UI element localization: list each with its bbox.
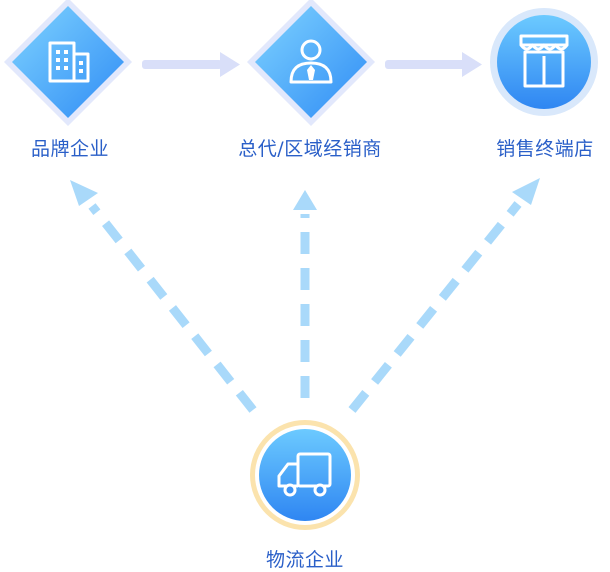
- node-store-label: 销售终端店: [496, 138, 594, 160]
- edge-brand-to-distributor: [142, 52, 240, 77]
- storefront-icon: [519, 34, 569, 88]
- edge-logistics-to-distributor: [293, 190, 317, 398]
- edge-logistics-to-store: [348, 178, 540, 413]
- node-distributor-label: 总代/区域经销商: [238, 138, 382, 160]
- node-brand: [4, 0, 132, 126]
- node-logistics: [250, 420, 360, 530]
- person-tie-icon: [289, 39, 333, 84]
- edge-logistics-to-brand: [70, 180, 257, 413]
- delivery-truck-icon: [277, 452, 332, 497]
- node-logistics-label: 物流企业: [265, 549, 344, 571]
- node-store: [490, 8, 598, 116]
- node-distributor: [247, 0, 375, 126]
- node-brand-label: 品牌企业: [30, 138, 109, 160]
- edge-distributor-to-store: [385, 52, 482, 77]
- building-icon: [48, 41, 90, 83]
